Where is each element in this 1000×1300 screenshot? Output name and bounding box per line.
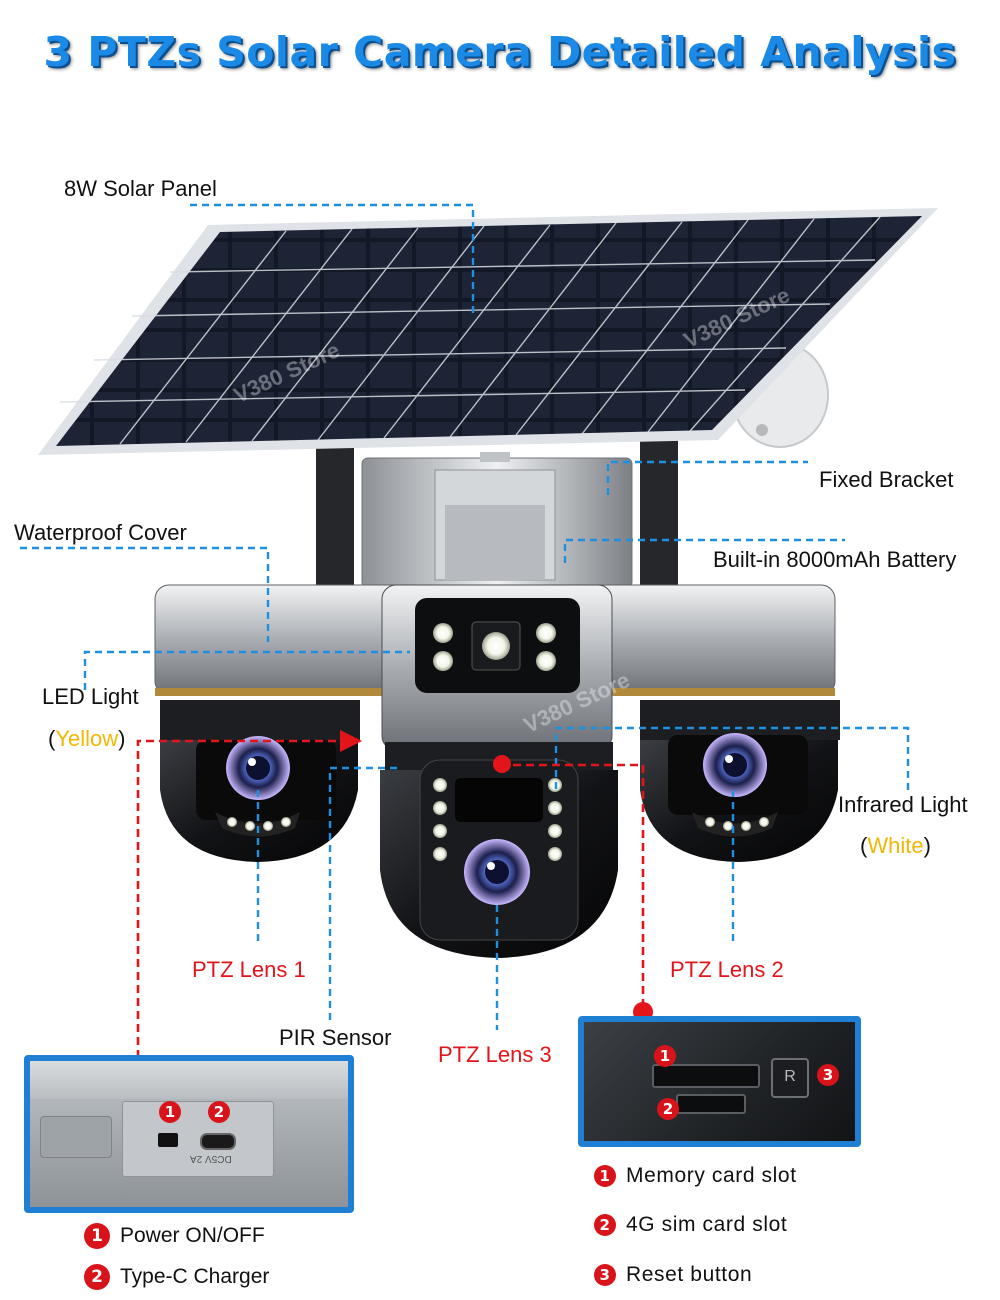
led-module (381, 584, 613, 751)
label-ptz-lens-1: PTZ Lens 1 (192, 957, 306, 982)
legend-badge-r2: 2 (594, 1214, 616, 1236)
right-badge-2: 2 (657, 1098, 679, 1120)
red-leader-lines (136, 739, 645, 1058)
ptz-dome-right (640, 700, 840, 862)
label-waterproof-cover: Waterproof Cover (14, 520, 187, 545)
memory-card-slot-icon (652, 1064, 760, 1088)
housing-top (30, 1061, 348, 1099)
label-battery: Built-in 8000mAh Battery (713, 547, 957, 572)
infrared-color-text: White (867, 833, 924, 858)
legend-sim-card-label: 4G sim card slot (626, 1213, 788, 1236)
legend-power-onoff: 1 Power ON/OFF (84, 1223, 265, 1249)
port-text: DC5V 2A (190, 1153, 232, 1164)
solar-panel (38, 208, 938, 455)
left-badge-2: 2 (208, 1101, 230, 1123)
left-badge-1: 1 (159, 1101, 181, 1123)
legend-badge-2: 2 (84, 1264, 110, 1290)
label-infrared-color: (White) (860, 833, 931, 858)
battery-block (361, 452, 633, 589)
reset-button-icon: R (771, 1058, 809, 1098)
label-ptz-lens-3: PTZ Lens 3 (438, 1042, 552, 1067)
legend-reset: 3 Reset button (594, 1263, 752, 1287)
legend-badge-r3: 3 (594, 1264, 616, 1286)
port-panel (122, 1101, 274, 1177)
sim-card-slot-icon (676, 1094, 746, 1114)
legend-sim-card: 2 4G sim card slot (594, 1213, 787, 1237)
legend-type-c-label: Type-C Charger (120, 1265, 270, 1288)
type-c-port-icon (200, 1133, 236, 1150)
legend-memory-card-label: Memory card slot (626, 1164, 797, 1187)
ptz-dome-left (160, 700, 360, 862)
label-ptz-lens-2: PTZ Lens 2 (670, 957, 784, 982)
legend-memory-card: 1 Memory card slot (594, 1164, 797, 1188)
label-solar-panel: 8W Solar Panel (64, 176, 217, 201)
legend-badge-r1: 1 (594, 1165, 616, 1187)
right-badge-1: 1 (654, 1045, 676, 1067)
label-led-color: (Yellow) (48, 726, 126, 751)
label-fixed-bracket: Fixed Bracket (819, 467, 954, 492)
label-infrared-light: Infrared Light (838, 792, 968, 817)
legend-type-c: 2 Type-C Charger (84, 1264, 269, 1290)
page-title: 3 PTZs Solar Camera Detailed Analysis (43, 28, 957, 76)
ptz-dome-center (380, 742, 618, 958)
card-slot-photo: R 1 2 3 (578, 1016, 861, 1147)
label-pir-sensor: PIR Sensor (279, 1025, 392, 1050)
legend-reset-label: Reset button (626, 1263, 753, 1286)
legend-power-onoff-label: Power ON/OFF (120, 1224, 265, 1247)
power-port-photo: 1 2 DC5V 2A (24, 1055, 354, 1213)
legend-badge-1: 1 (84, 1223, 110, 1249)
power-switch-icon (158, 1133, 178, 1147)
clip-latch (40, 1116, 112, 1158)
blue-leader-lines (20, 203, 910, 1030)
led-color-text: Yellow (55, 726, 119, 751)
label-led-light: LED Light (42, 684, 139, 709)
right-badge-3: 3 (817, 1064, 839, 1086)
